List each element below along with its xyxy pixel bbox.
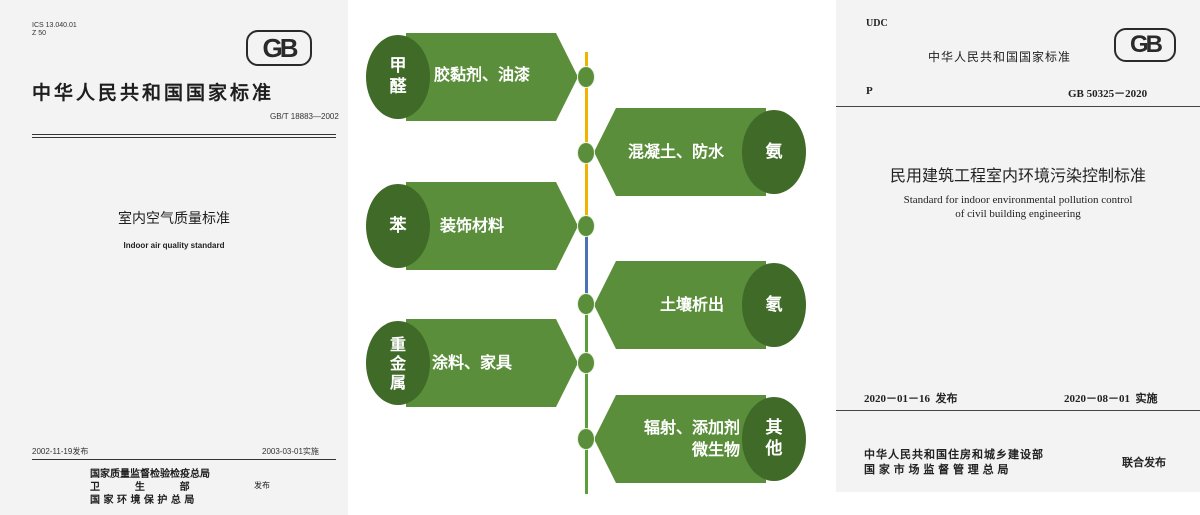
standard-code: GB 50325－2020 (1068, 88, 1148, 100)
title-en: Indoor air quality standard (123, 241, 225, 250)
gb-logo: GB (1114, 28, 1176, 62)
source-arrow-other (594, 395, 806, 483)
timeline-node-6 (577, 428, 595, 450)
header-rule-2 (32, 137, 336, 138)
title-cn: 室内空气质量标准 (118, 211, 230, 227)
standard-header: 中华人民共和国国家标准 (928, 50, 1072, 64)
issue-word: 发布 (254, 481, 270, 490)
source-label-formaldehyde: 胶黏剂、油漆 (434, 65, 531, 84)
udc-label: UDC (866, 18, 888, 29)
pollutant-source-diagram: 甲 醛 胶黏剂、油漆 氨 混凝土、防水 苯 装饰材料 氡 土壤析出 重 金 属 … (348, 0, 836, 515)
header-rule (836, 106, 1200, 107)
standard-code: GB/T 18883—2002 (270, 112, 339, 121)
footer-rule (836, 410, 1200, 411)
timeline-node-1 (577, 66, 595, 88)
source-arrow-radon (594, 261, 806, 349)
publish-date: 2002-11-19发布 (32, 447, 89, 456)
source-label-benzene: 装饰材料 (440, 216, 505, 235)
gb-50325-2020-cover: UDC 中华人民共和国国家标准 GB P GB 50325－2020 民用建筑工… (836, 0, 1200, 492)
title-en-line-1: Standard for indoor environmental pollut… (903, 194, 1133, 206)
publish-date: 2020－01－16 发布 (864, 393, 958, 405)
source-label-ammonia: 混凝土、防水 (628, 142, 725, 161)
ics-code: ICS 13.040.01 (32, 22, 77, 29)
source-arrow-formaldehyde (366, 33, 578, 121)
timeline-segment-middle (585, 230, 588, 302)
timeline-segment-top (585, 52, 588, 230)
timeline-node-2 (577, 142, 595, 164)
classification-code: Z 50 (32, 30, 47, 37)
issuer-line-2: 卫 生 部 (90, 482, 190, 493)
standard-header: 中华人民共和国国家标准 (32, 82, 275, 104)
pollutant-circle-benzene: 苯 (366, 184, 430, 268)
source-label-other: 辐射、添加剂 微生物 (643, 418, 740, 459)
pollutant-circle-formaldehyde: 甲 醛 (366, 35, 430, 119)
source-arrow-benzene (366, 182, 578, 270)
pollutant-circle-other: 其 他 (742, 397, 806, 481)
pollutant-circle-ammonia: 氨 (742, 110, 806, 194)
header-rule (32, 134, 336, 135)
pollutant-circle-heavy-metal: 重 金 属 (366, 321, 430, 405)
source-label-radon: 土壤析出 (660, 295, 725, 314)
gb-logo: GB (246, 30, 312, 66)
p-label: P (866, 85, 873, 97)
issuer-line-3: 国 家 环 境 保 护 总 局 (90, 495, 195, 506)
gb-t-18883-2002-cover: ICS 13.040.01 Z 50 GB 中华人民共和国国家标准 GB/T 1… (0, 0, 348, 515)
timeline-node-5 (577, 352, 595, 374)
issuer-line-1: 国家质量监督检验检疫总局 (90, 469, 210, 480)
source-label-heavy-metal: 涂料、家具 (432, 353, 513, 372)
pollutant-circle-radon: 氡 (742, 263, 806, 347)
footer-rule (32, 459, 336, 460)
joint-issue: 联合发布 (1122, 456, 1166, 469)
title-en-line-2: of civil building engineering (955, 208, 1081, 220)
timeline-node-3 (577, 215, 595, 237)
effective-date: 2020－08－01 实施 (1064, 393, 1158, 405)
timeline-segment-bottom (585, 302, 588, 494)
effective-date: 2003-03-01实施 (262, 447, 319, 456)
source-arrow-ammonia (594, 108, 806, 196)
issuer-line-1: 中华人民共和国住房和城乡建设部 (864, 448, 1044, 461)
title-cn: 民用建筑工程室内环境污染控制标准 (889, 166, 1146, 185)
issuer-line-2: 国 家 市 场 监 督 管 理 总 局 (864, 463, 1009, 476)
timeline-node-4 (577, 293, 595, 315)
source-arrow-heavy-metal (366, 319, 578, 407)
